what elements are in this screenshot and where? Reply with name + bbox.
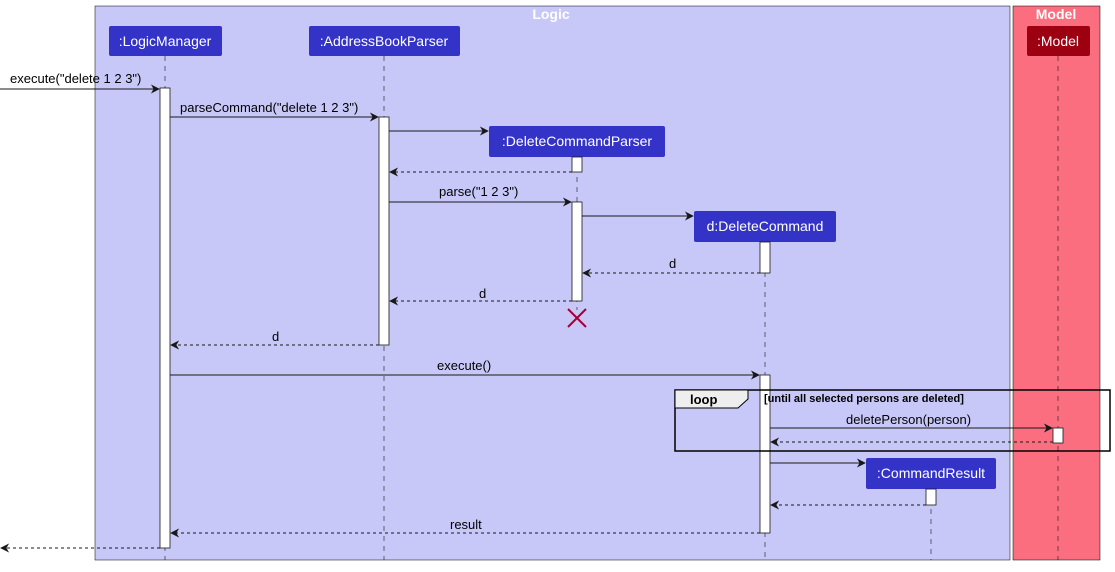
logic-group-title: Logic	[532, 6, 570, 22]
loop-fragment-tab	[674, 389, 749, 409]
activation-delete-command-1	[759, 241, 771, 274]
activation-address-book-parser	[378, 116, 390, 346]
destroy-marker	[567, 308, 587, 328]
participant-address-book-parser	[309, 26, 460, 56]
label-result: result	[450, 517, 482, 532]
activation-command-result	[925, 488, 937, 506]
participant-model	[1027, 26, 1090, 56]
label-delete-person: deletePerson(person)	[846, 412, 971, 427]
activation-delete-command-2	[759, 374, 771, 534]
logic-group-box	[94, 5, 1011, 561]
activation-delete-command-parser-1	[571, 156, 583, 173]
label-parse-command: parseCommand("delete 1 2 3")	[180, 100, 358, 115]
participant-delete-command-parser	[489, 126, 665, 157]
participant-command-result-label: :CommandResult	[877, 465, 985, 481]
participant-delete-command-parser-label: :DeleteCommandParser	[502, 133, 653, 149]
participant-command-result	[866, 458, 996, 489]
loop-fragment	[674, 389, 1111, 452]
label-return-d-1: d	[669, 256, 676, 271]
participant-address-book-parser-label: :AddressBookParser	[320, 33, 449, 49]
participant-logic-manager	[109, 26, 222, 56]
activation-logic-manager	[159, 87, 171, 549]
label-execute: execute()	[437, 358, 491, 373]
activation-model	[1052, 427, 1064, 444]
loop-label: loop	[690, 392, 717, 407]
label-return-d-2: d	[479, 286, 486, 301]
participant-model-label: :Model	[1037, 33, 1079, 49]
model-group-box	[1012, 5, 1101, 561]
loop-condition: [until all selected persons are deleted]	[764, 393, 964, 405]
participant-delete-command	[694, 211, 836, 242]
label-parse: parse("1 2 3")	[439, 184, 518, 199]
label-execute-input: execute("delete 1 2 3")	[10, 71, 141, 86]
label-return-d-3: d	[272, 329, 279, 344]
participant-delete-command-label: d:DeleteCommand	[707, 218, 824, 234]
activation-delete-command-parser-2	[571, 201, 583, 302]
participant-logic-manager-label: :LogicManager	[119, 33, 212, 49]
model-group-title: Model	[1036, 6, 1076, 22]
